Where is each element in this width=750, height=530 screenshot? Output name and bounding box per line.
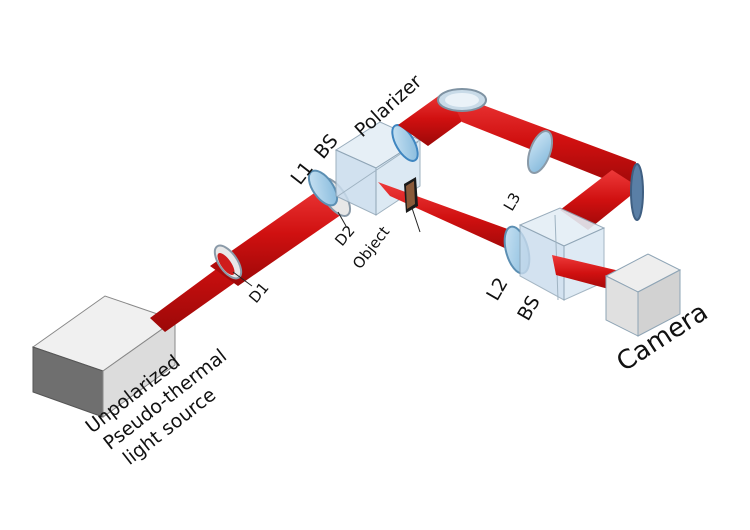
polarizer	[391, 124, 419, 162]
l3-lens	[526, 130, 554, 174]
d1-iris	[213, 244, 243, 280]
beam-input	[150, 182, 348, 332]
l1-lens	[307, 169, 339, 207]
object-slide	[404, 177, 418, 213]
leader-lines	[232, 207, 421, 287]
camera-box	[604, 253, 682, 337]
label-d2: D2	[331, 222, 358, 250]
label-l2: L2	[482, 274, 512, 305]
beam-object-arm	[378, 182, 520, 255]
label-object: Object	[349, 223, 393, 273]
label-d1: D1	[245, 279, 272, 307]
mirror-top	[437, 88, 487, 112]
beam-splitter-bottom	[518, 207, 606, 301]
mirror-right	[630, 163, 644, 221]
label-l3: L3	[500, 189, 525, 214]
light-source-box	[31, 295, 177, 418]
label-bs-bottom: BS	[513, 292, 544, 324]
